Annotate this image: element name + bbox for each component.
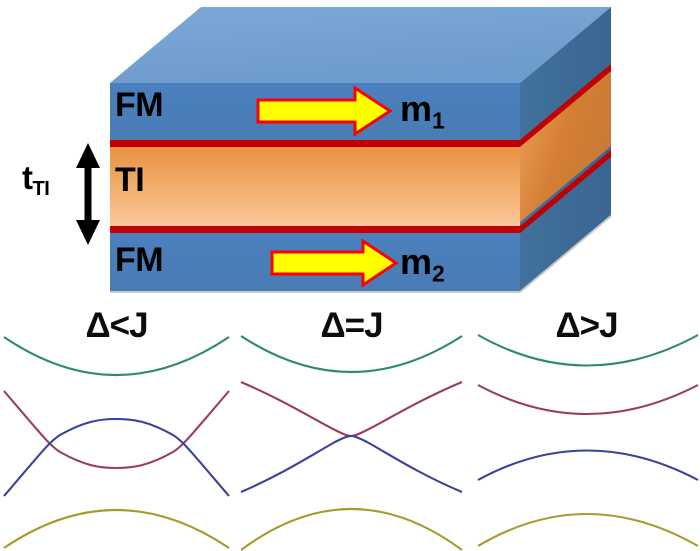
m1-subscript: 1 xyxy=(432,107,445,134)
block-side-face-fm-top xyxy=(520,7,611,145)
structure-svg xyxy=(76,7,612,293)
band-curve-olive-2 xyxy=(477,512,699,547)
m1-base: m xyxy=(400,88,433,129)
block-side-face-ti xyxy=(520,69,611,222)
band-curve-magenta-1 xyxy=(240,381,463,438)
magnetization-label-m1: m1 xyxy=(400,88,445,134)
block-bottom-edge xyxy=(110,215,612,293)
interface-line-bottom-side xyxy=(520,150,611,233)
magnetization-arrow-m2 xyxy=(270,238,399,288)
band-panel-svg-2 xyxy=(477,334,699,547)
band-curve-green-0 xyxy=(3,336,230,376)
band-panel-svg-0 xyxy=(3,336,230,549)
layer-label-fm-bottom: FM xyxy=(115,241,164,279)
m2-subscript: 2 xyxy=(432,260,445,287)
band-curve-magenta-2 xyxy=(477,384,699,416)
band-curve-green-2 xyxy=(477,334,699,367)
layer-label-fm-top: FM xyxy=(115,86,164,124)
interface-line-bottom-front xyxy=(110,226,520,233)
trilayer-structure-diagram: FM TI FM tTI m1 m2 xyxy=(22,7,612,293)
band-curve-green-1 xyxy=(240,335,463,374)
thickness-label-subscript: TI xyxy=(32,178,50,200)
thickness-label-t-ti: tTI xyxy=(22,159,50,200)
block-front-face-ti xyxy=(110,146,520,227)
band-curve-olive-1 xyxy=(240,508,463,551)
band-curve-navy-0 xyxy=(3,417,230,497)
band-panel-title-1: Δ=J xyxy=(320,306,383,345)
magnetization-arrow-m1 xyxy=(256,85,393,137)
band-curve-navy-1 xyxy=(240,434,463,493)
band-panel-svg-1 xyxy=(240,335,463,551)
layer-label-ti: TI xyxy=(115,161,145,199)
band-panel-delta-eq-j: Δ=J xyxy=(235,300,468,551)
block-side-face-fm-bottom xyxy=(520,146,611,292)
block-top-face xyxy=(110,7,611,83)
interface-line-top-front xyxy=(110,140,520,147)
band-curve-navy-2 xyxy=(477,449,699,481)
band-curve-olive-0 xyxy=(3,509,230,549)
band-structure-panels: Δ<J Δ=J xyxy=(0,300,700,551)
band-panel-delta-gt-j: Δ>J xyxy=(470,300,700,551)
band-panel-title-0: Δ<J xyxy=(85,306,148,345)
band-curve-magenta-0 xyxy=(3,390,230,470)
thickness-label-base: t xyxy=(22,159,33,196)
band-panel-title-2: Δ>J xyxy=(555,306,618,345)
band-panel-delta-lt-j: Δ<J xyxy=(0,300,233,551)
m2-base: m xyxy=(400,241,433,282)
thickness-double-arrow xyxy=(76,143,100,245)
interface-line-top-side xyxy=(520,64,611,147)
magnetization-label-m2: m2 xyxy=(400,241,445,287)
